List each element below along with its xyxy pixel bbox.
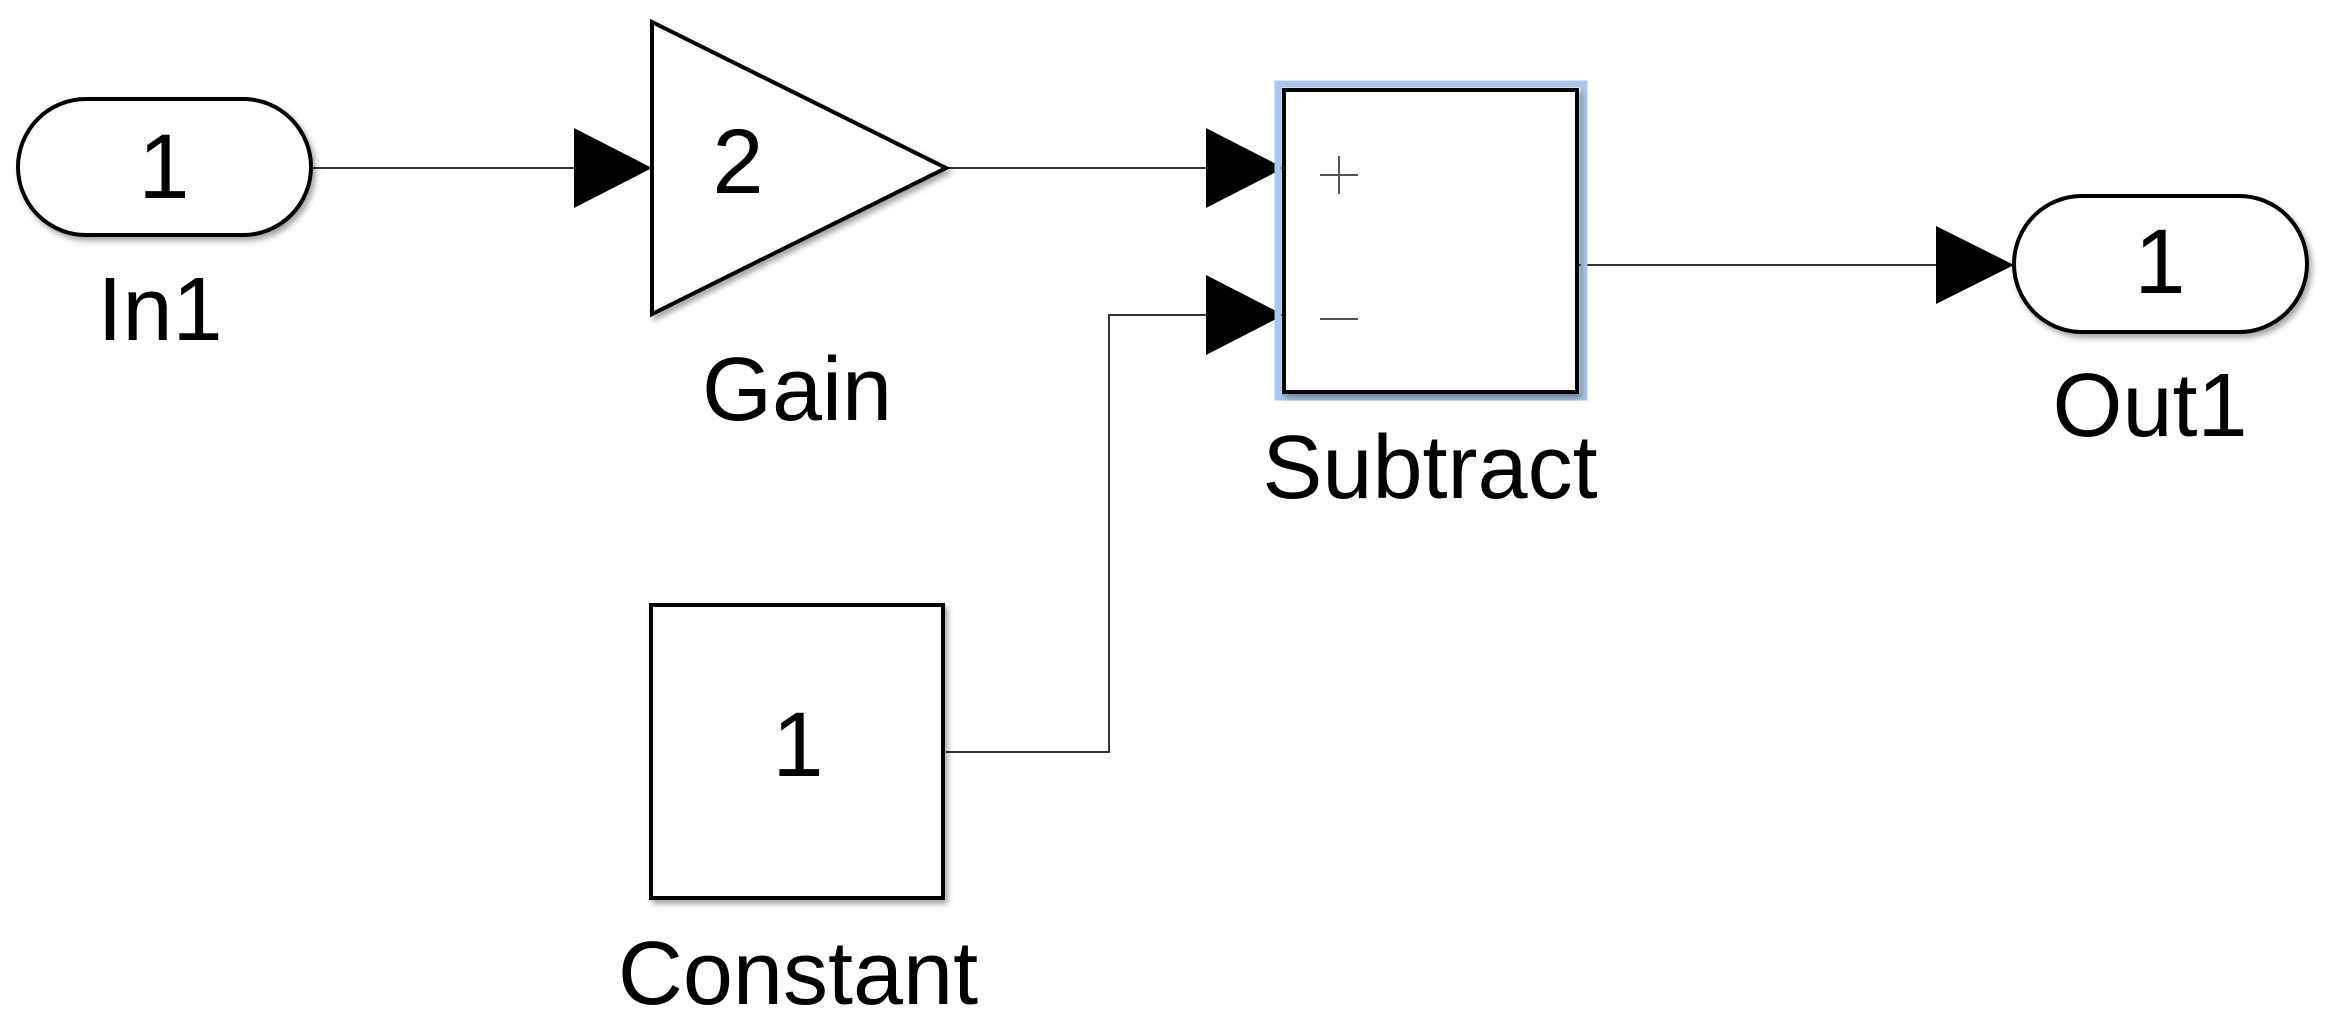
signal-subtract-to-out1[interactable] (1577, 226, 2014, 304)
constant-value: 1 (772, 694, 823, 796)
subtract-block[interactable] (1274, 80, 1588, 401)
constant-block[interactable]: 1 (649, 603, 945, 900)
inport-number: 1 (138, 116, 189, 218)
outport-block-out1[interactable]: 1 (2012, 194, 2309, 334)
subtract-label: Subtract (1262, 418, 1597, 518)
signal-gain-to-subtract[interactable] (946, 128, 1284, 208)
constant-label: Constant (618, 924, 978, 1024)
plus-sign-icon (1320, 156, 1358, 194)
gain-block[interactable]: 2 (650, 18, 951, 318)
inport-block-in1[interactable]: 1 (16, 97, 313, 237)
gain-value: 2 (712, 111, 763, 213)
inport-label: In1 (97, 260, 222, 360)
signal-constant-to-subtract[interactable] (946, 275, 1284, 753)
gain-label: Gain (702, 340, 892, 440)
signal-in1-to-gain[interactable] (313, 128, 652, 208)
outport-label: Out1 (2052, 356, 2247, 456)
selection-highlight (1274, 80, 1588, 401)
outport-number: 1 (2134, 211, 2185, 313)
